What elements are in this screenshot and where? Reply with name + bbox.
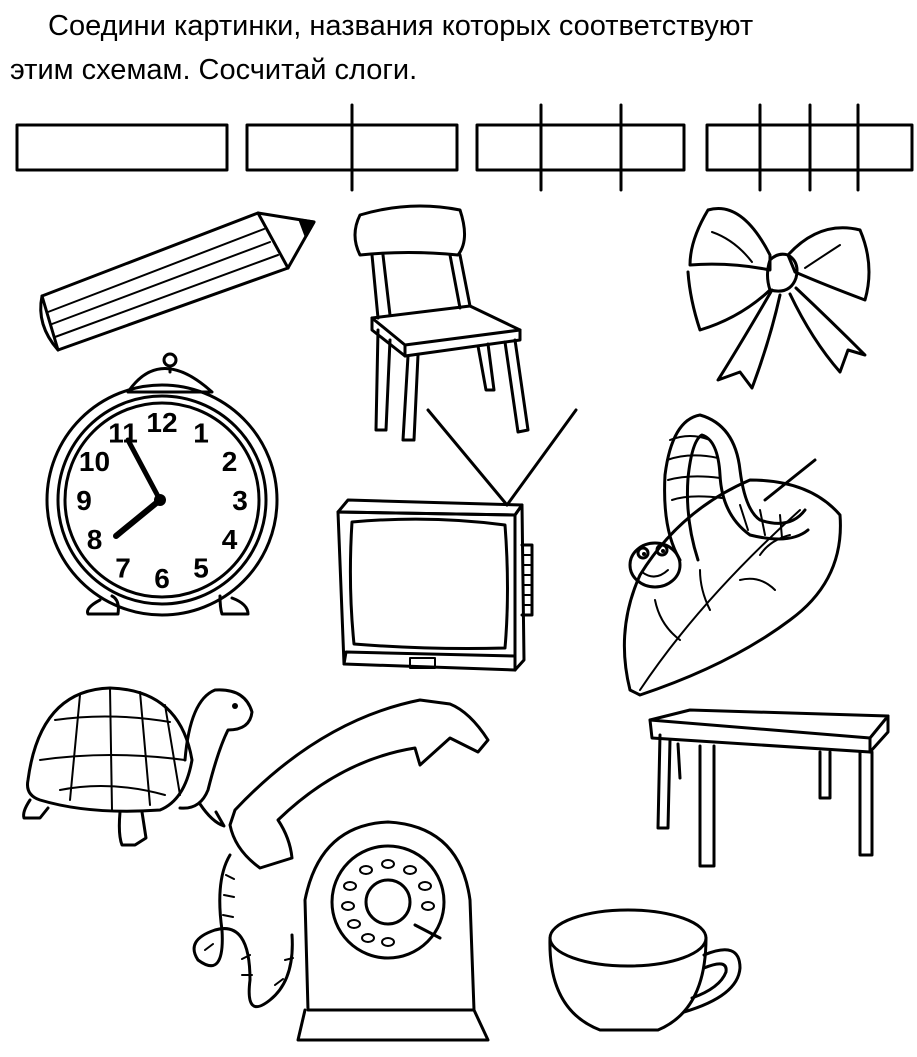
clock-number: 4 — [222, 524, 238, 555]
instruction-line-1: Соедини картинки, названия которых соотв… — [48, 10, 754, 42]
cup-icon — [548, 908, 742, 1032]
clock-number: 7 — [115, 553, 131, 584]
tv-icon — [336, 408, 578, 672]
telephone-icon — [192, 698, 490, 1042]
scheme-2-syllables — [245, 103, 459, 192]
caterpillar-icon — [622, 413, 842, 697]
instruction-line-2: этим схемам. Сосчитай слоги. — [10, 54, 418, 86]
clock-number: 11 — [108, 418, 138, 449]
clock-number: 2 — [222, 446, 238, 477]
clock-number: 10 — [79, 446, 110, 477]
scheme-1-syllable — [15, 123, 229, 172]
clock-number: 5 — [193, 553, 209, 584]
clock-number: 3 — [232, 485, 248, 516]
clock-number: 1 — [193, 418, 209, 449]
bow-icon — [686, 207, 871, 390]
clock-number: 6 — [154, 563, 170, 594]
scheme-3-syllables — [475, 103, 686, 192]
clock-number: 9 — [76, 485, 92, 516]
turtle-icon — [22, 686, 254, 847]
table-icon — [648, 708, 890, 868]
scheme-4-syllables — [705, 103, 914, 192]
chair-icon — [353, 204, 530, 442]
clock-number: 8 — [87, 524, 103, 555]
pencil-icon — [39, 211, 316, 352]
clock-number: 12 — [146, 407, 177, 438]
instruction-text: Соедини картинки, названия которых соотв… — [10, 4, 915, 92]
